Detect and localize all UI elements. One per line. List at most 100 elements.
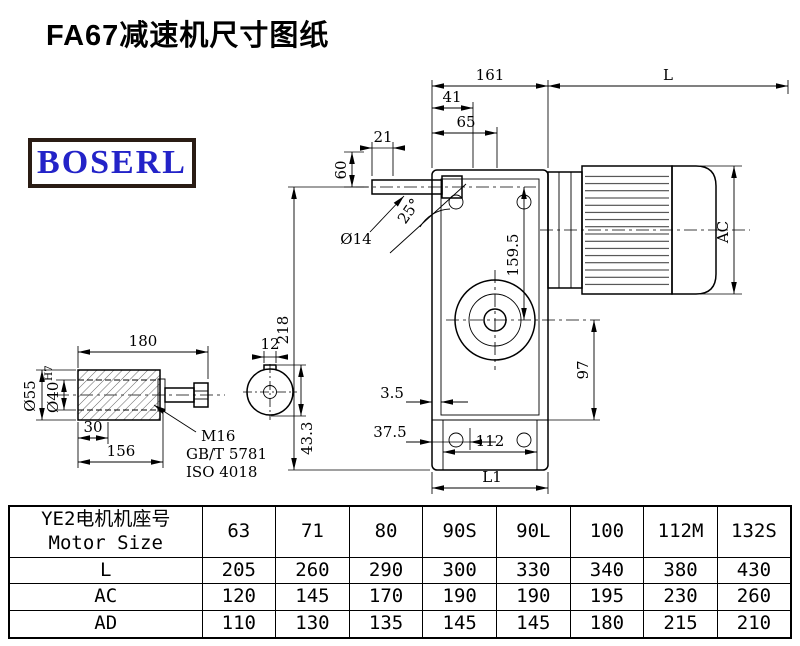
dim-label-180: 180 <box>129 332 158 350</box>
table-cell: 120 <box>201 583 277 611</box>
dim-12: 12 <box>252 335 288 363</box>
technical-drawing: 161 L 41 65 21 60 <box>21 66 789 494</box>
hollow-shaft-section <box>56 369 225 421</box>
dim-43-3: 43.3 <box>271 364 316 455</box>
table-col-header: 132S <box>716 505 792 558</box>
table-row-AD: AD 110 130 135 145 145 180 215 210 <box>8 609 792 639</box>
table-col-header: 80 <box>348 505 424 558</box>
table-cell: 210 <box>716 609 792 639</box>
dim-65: 65 <box>432 113 498 168</box>
dim-label-dia40: Ø40 <box>44 382 62 413</box>
page-title: FA67减速机尺寸图纸 <box>46 20 330 52</box>
table-cell: 260 <box>275 556 350 585</box>
table-cell: 340 <box>569 556 645 585</box>
callout-m16: M16 <box>201 427 235 445</box>
table-cell: 130 <box>275 609 350 639</box>
callout-gb-standard: GB/T 5781 <box>186 445 267 463</box>
dim-dia-40-H7: Ø40 H7 <box>43 365 76 413</box>
table-col-header: 63 <box>201 505 277 558</box>
table-col-header: 112M <box>643 505 718 558</box>
table-cell: 300 <box>422 556 497 585</box>
bolt-callout: M16 GB/T 5781 ISO 4018 <box>153 404 267 481</box>
dim-label-60: 60 <box>332 160 350 179</box>
dim-label-21: 21 <box>373 128 392 146</box>
dim-label-97: 97 <box>574 360 592 379</box>
table-row-label: AD <box>8 609 203 639</box>
dim-angle-25: 25° <box>394 195 424 227</box>
dim-motor-length-L: L <box>548 66 789 94</box>
table-cell: 145 <box>496 609 571 639</box>
table-col-header: 71 <box>275 505 350 558</box>
dim-label-37-5: 37.5 <box>373 423 406 441</box>
table-row-L: L 205 260 290 300 330 340 380 430 <box>8 556 792 585</box>
dim-21: 21 <box>360 128 405 176</box>
gearbox-input-shaft <box>356 175 536 199</box>
dim-112: 112 <box>443 432 537 455</box>
boserl-logo-text: BOSERL <box>37 144 187 181</box>
dim-37-5: 37.5 <box>373 423 496 450</box>
table-cell: 330 <box>496 556 571 585</box>
dim-30: 30 <box>77 418 109 468</box>
dim-label-159-5: 159.5 <box>504 234 522 277</box>
dim-label-dia40-tolerance: H7 <box>43 365 55 381</box>
gearbox-output-boss <box>446 270 600 370</box>
table-header-label-cn: YE2电机机座号 <box>41 508 171 530</box>
dim-159-5: 159.5 <box>504 187 527 320</box>
table-cell: 145 <box>275 583 350 611</box>
motor-size-table: YE2电机机座号 Motor Size 63 71 80 90S 90L 100… <box>8 505 792 639</box>
table-row-label: L <box>8 556 203 585</box>
table-cell: 145 <box>422 609 497 639</box>
dim-97: 97 <box>548 320 600 421</box>
table-col-header: 90L <box>496 505 571 558</box>
table-cell: 110 <box>201 609 277 639</box>
table-col-header: 90S <box>422 505 497 558</box>
table-cell: 380 <box>643 556 718 585</box>
table-cell: 260 <box>716 583 792 611</box>
dim-218: 218 <box>274 186 430 471</box>
dim-label-156: 156 <box>107 442 136 460</box>
motor <box>540 165 750 295</box>
callout-iso-standard: ISO 4018 <box>186 463 257 481</box>
dim-156: 156 <box>78 412 164 468</box>
table-header-label: YE2电机机座号 Motor Size <box>8 505 203 558</box>
dim-label-25deg: 25° <box>394 195 424 227</box>
dim-label-3-5: 3.5 <box>380 384 404 402</box>
table-cell: 170 <box>348 583 424 611</box>
table-cell: 215 <box>643 609 718 639</box>
dim-label-AC: AC <box>714 221 732 244</box>
table-cell: 190 <box>422 583 497 611</box>
dim-180: 180 <box>77 332 209 379</box>
dim-label-65: 65 <box>456 113 475 131</box>
dim-label-112: 112 <box>476 432 505 450</box>
dim-dia-55: Ø55 <box>21 369 76 421</box>
dim-60: 60 <box>332 151 368 188</box>
motor-cooling-fins <box>585 172 669 288</box>
dim-label-dia14: Ø14 <box>340 230 371 248</box>
table-cell: 135 <box>348 609 424 639</box>
dim-label-L: L <box>663 66 673 84</box>
table-row-label: AC <box>8 583 203 611</box>
boserl-logo: BOSERL <box>28 138 196 188</box>
dim-shaft-dia-14: Ø14 <box>340 195 405 248</box>
dim-label-L1: L1 <box>482 468 502 486</box>
table-header-row: YE2电机机座号 Motor Size 63 71 80 90S 90L 100… <box>8 505 792 558</box>
table-cell: 430 <box>716 556 792 585</box>
dim-3-5: 3.5 <box>380 384 468 405</box>
dim-161: 161 <box>431 66 549 168</box>
table-cell: 290 <box>348 556 424 585</box>
shaft-end-view <box>243 364 297 420</box>
dim-label-161: 161 <box>476 66 505 84</box>
dim-label-43-3: 43.3 <box>298 422 316 455</box>
table-row-AC: AC 120 145 170 190 190 195 230 260 <box>8 583 792 611</box>
dim-label-dia55: Ø55 <box>21 380 39 411</box>
dim-label-218: 218 <box>274 316 292 345</box>
dim-label-30: 30 <box>83 418 102 436</box>
table-cell: 180 <box>569 609 645 639</box>
table-col-header: 100 <box>569 505 645 558</box>
dim-AC: AC <box>700 165 742 295</box>
table-cell: 230 <box>643 583 718 611</box>
table-header-label-en: Motor Size <box>48 531 163 554</box>
table-cell: 195 <box>569 583 645 611</box>
dim-L1: L1 <box>431 468 549 494</box>
